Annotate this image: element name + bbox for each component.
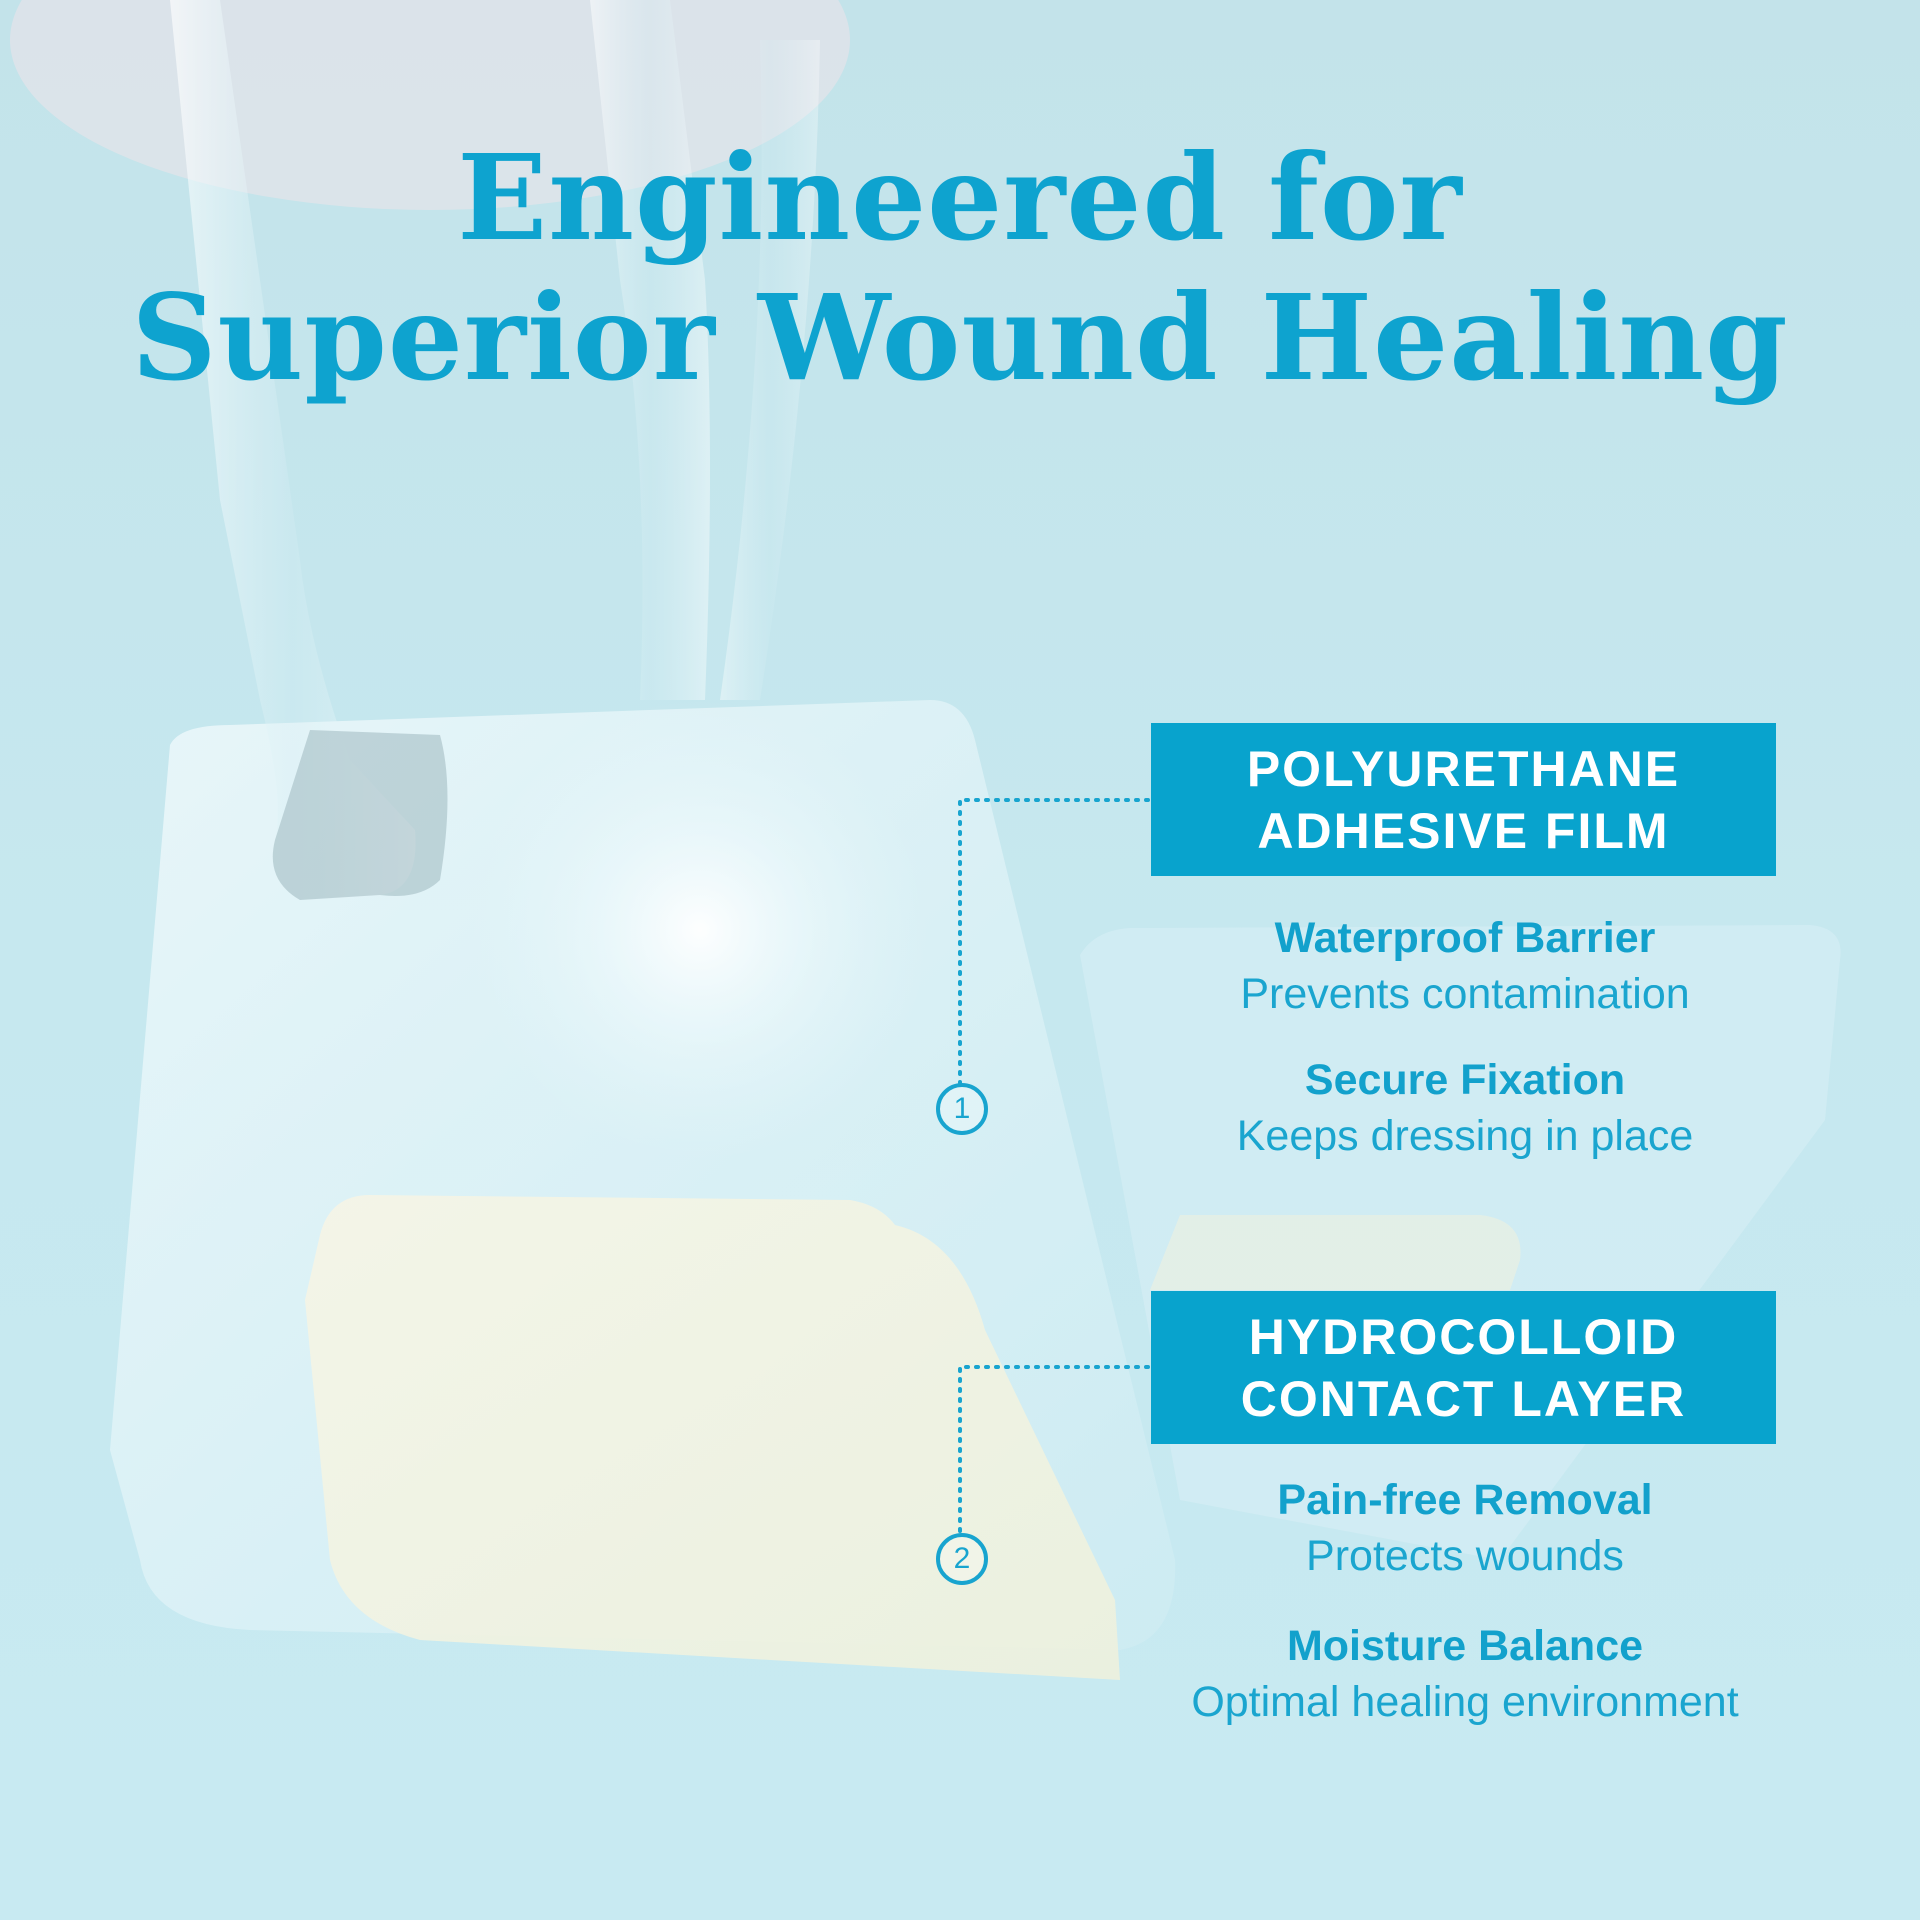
headline-line-1: Engineered for [457, 128, 1463, 267]
feature-pain-free-removal: Pain-free Removal Protects wounds [1100, 1473, 1830, 1585]
tweezer-tip [272, 730, 448, 900]
layer-label-line-2: ADHESIVE FILM [1257, 802, 1670, 859]
layer-label-line-1: POLYURETHANE [1246, 740, 1681, 797]
feature-title: Moisture Balance [1286, 1622, 1644, 1670]
light-glow [470, 700, 930, 1160]
callout-line-2 [958, 1365, 1150, 1535]
feature-title: Waterproof Barrier [1274, 914, 1656, 962]
layer-label-hydrocolloid: HYDROCOLLOID CONTACT LAYER [1151, 1291, 1776, 1444]
feature-moisture-balance: Moisture Balance Optimal healing environ… [1100, 1619, 1830, 1731]
feature-waterproof-barrier: Waterproof Barrier Prevents contaminatio… [1100, 911, 1830, 1023]
tweezer-left-arm [170, 0, 416, 900]
hydrocolloid-pad [305, 1195, 1120, 1680]
hydrocolloid-pad-back [1150, 1215, 1521, 1290]
feature-title: Pain-free Removal [1277, 1476, 1653, 1524]
tweezer-far-arm [720, 40, 820, 700]
callout-line-1 [958, 798, 1150, 1085]
tweezer-right-arm [590, 0, 710, 700]
feature-description: Optimal healing environment [1191, 1678, 1739, 1726]
layer-label-line-2: CONTACT LAYER [1240, 1370, 1687, 1427]
layer-label-polyurethane: POLYURETHANE ADHESIVE FILM [1151, 723, 1776, 876]
headline: Engineered for Superior Wound Healing [0, 128, 1920, 408]
feature-description: Prevents contamination [1240, 970, 1690, 1018]
layer-number-2: 2 [936, 1533, 988, 1585]
feature-title: Secure Fixation [1304, 1056, 1626, 1104]
headline-line-2: Superior Wound Healing [131, 268, 1789, 407]
feature-secure-fixation: Secure Fixation Keeps dressing in place [1100, 1053, 1830, 1165]
feature-description: Protects wounds [1306, 1532, 1624, 1580]
layer-label-line-1: HYDROCOLLOID [1248, 1308, 1679, 1365]
layer-number-1: 1 [936, 1083, 988, 1135]
feature-description: Keeps dressing in place [1236, 1112, 1694, 1160]
